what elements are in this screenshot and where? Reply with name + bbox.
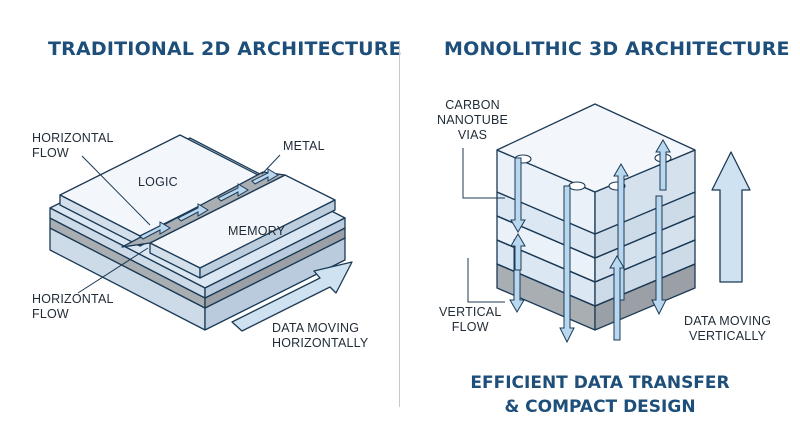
data-moving-vertically-arrow [711, 151, 751, 283]
data-moving-horizontally-arrow [231, 261, 353, 332]
vertical-flow-arrows [509, 139, 671, 344]
label-vertical-flow: VERTICAL FLOW [439, 305, 502, 334]
label-horizontal-flow-bottom: HORIZONTAL FLOW [32, 292, 114, 321]
chip-2d [49, 134, 346, 331]
label-data-moving-vertically: DATA MOVING VERTICALLY [684, 314, 772, 343]
label-horizontal-flow-top: HORIZONTAL FLOW [32, 131, 114, 160]
label-carbon-nanotube-vias: CARBON NANOTUBE VIAS [437, 98, 509, 142]
left-panel-title: TRADITIONAL 2D ARCHITECTURE [48, 38, 402, 60]
chip-3d [496, 103, 696, 331]
horizontal-flow-arrows [139, 168, 279, 240]
right-panel-title: MONOLITHIC 3D ARCHITECTURE [444, 38, 790, 60]
label-memory: MEMORY [228, 224, 286, 238]
label-data-moving-horizontally: DATA MOVING HORIZONTALLY [272, 321, 369, 350]
label-logic: LOGIC [138, 175, 178, 189]
label-metal: METAL [283, 139, 325, 153]
summary-text: EFFICIENT DATA TRANSFER & COMPACT DESIGN [470, 373, 730, 417]
right-leader-lines [462, 148, 505, 303]
left-leader-lines [77, 154, 281, 294]
panel-divider [399, 42, 400, 407]
